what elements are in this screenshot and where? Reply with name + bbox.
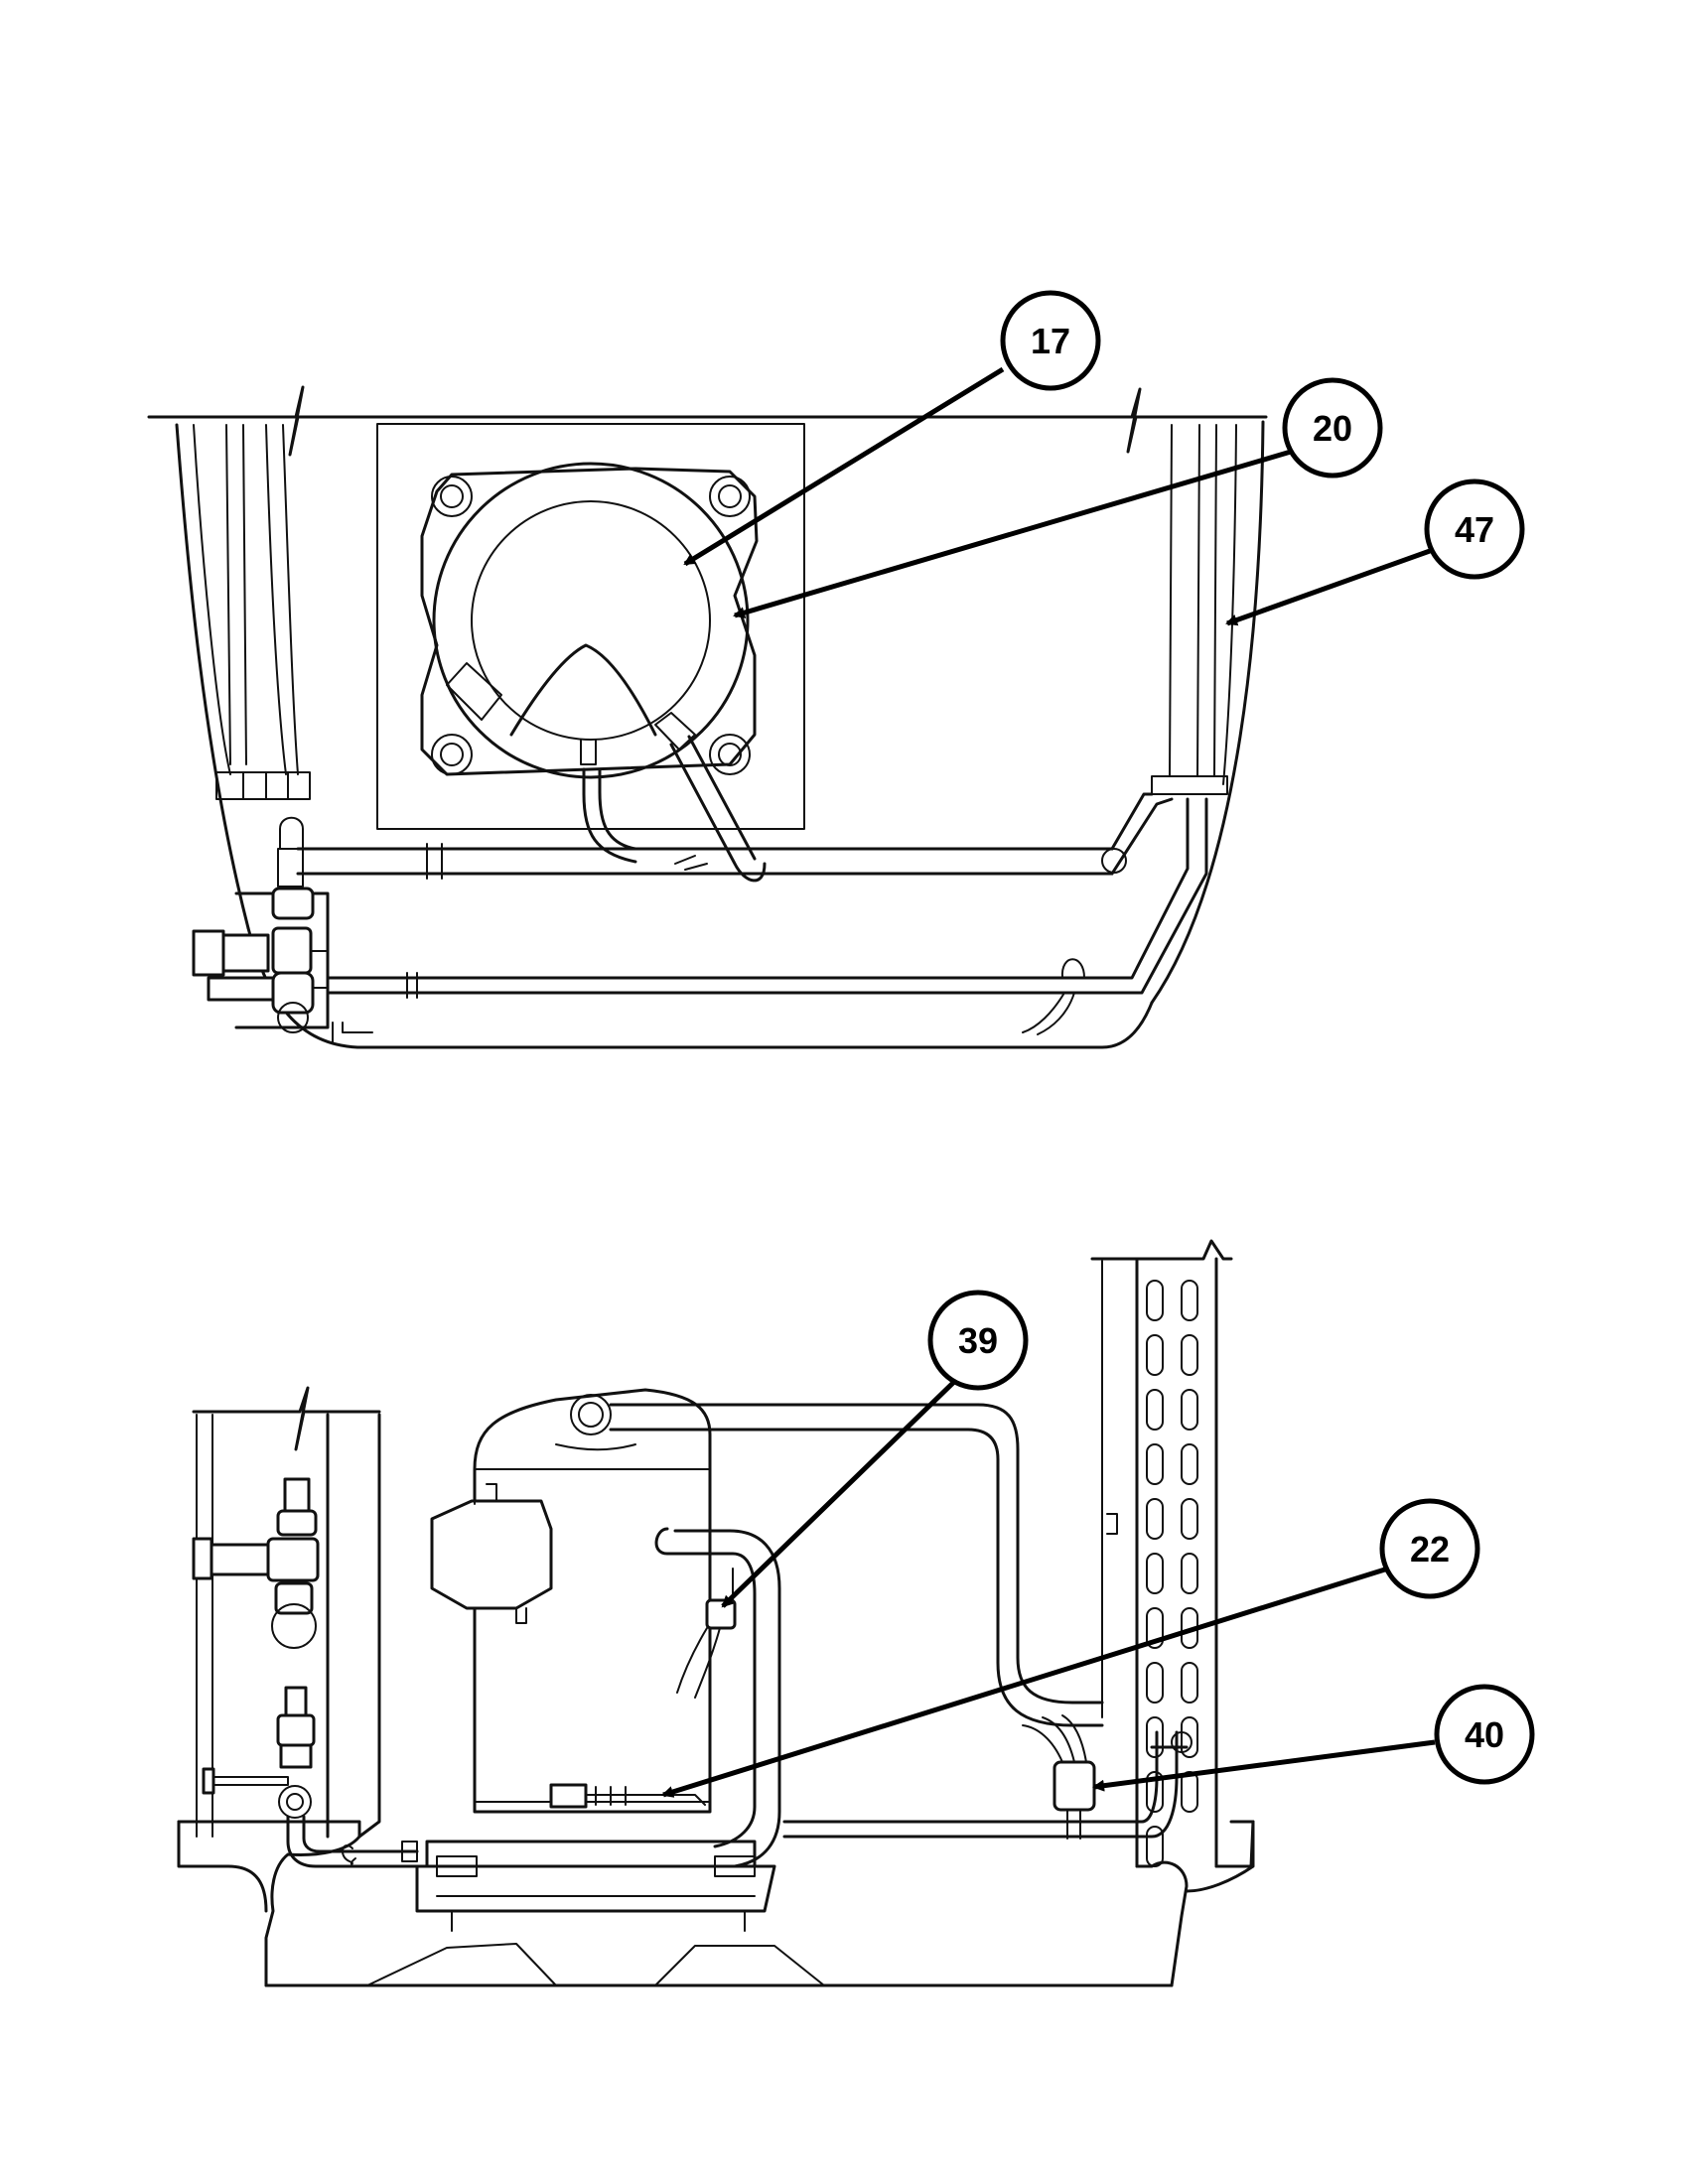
mounting-grommet — [431, 734, 473, 775]
callout-22: 22 — [661, 1498, 1480, 1798]
leader-arrow-20 — [733, 449, 1292, 618]
callout-39: 39 — [721, 1290, 1029, 1608]
compressor-dome — [471, 500, 711, 741]
callout-label-40: 40 — [1465, 1714, 1504, 1755]
callout-40: 40 — [1092, 1684, 1535, 1792]
callout-label-47: 47 — [1455, 509, 1494, 550]
callout-label-17: 17 — [1031, 321, 1070, 361]
leader-arrow-17 — [683, 366, 1005, 567]
top-view-compressor-section — [147, 385, 1268, 1049]
callout-47: 47 — [1225, 478, 1525, 626]
leader-arrow-47 — [1225, 548, 1431, 626]
callout-17: 17 — [683, 290, 1101, 567]
callout-label-39: 39 — [958, 1320, 998, 1361]
leader-arrow-22 — [661, 1566, 1389, 1798]
leader-arrow-39 — [721, 1376, 960, 1608]
coil-fins — [1146, 1280, 1198, 1867]
mounting-grommet — [431, 476, 473, 517]
leader-arrow-40 — [1092, 1739, 1436, 1792]
callout-label-22: 22 — [1410, 1529, 1450, 1570]
compressor-shell-outer — [432, 462, 750, 779]
callout-20: 20 — [733, 377, 1383, 618]
callout-label-20: 20 — [1313, 408, 1352, 449]
mounting-grommet — [709, 476, 751, 517]
compressor-body — [473, 1388, 712, 1814]
mounting-grommet — [709, 734, 751, 775]
bottom-view-compressor-section — [177, 1239, 1255, 1987]
